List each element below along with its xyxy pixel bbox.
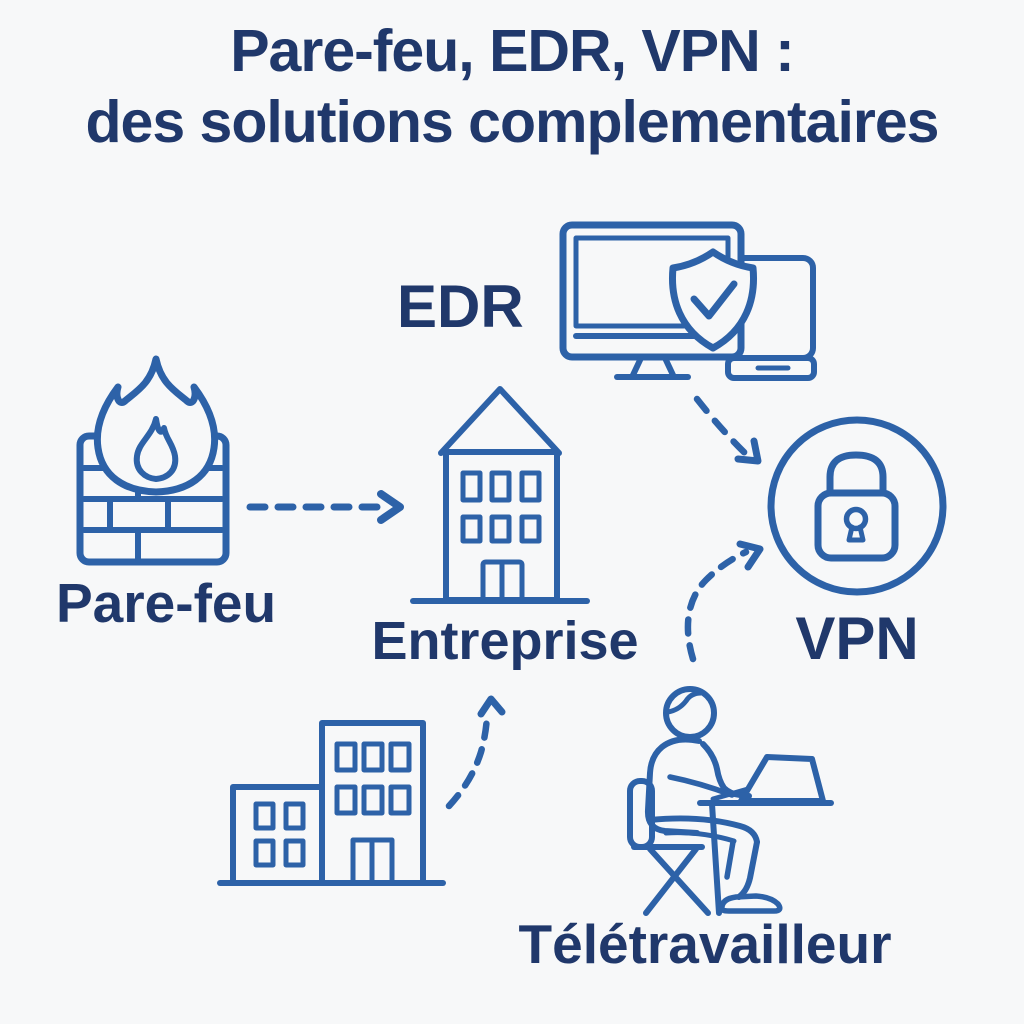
arrow-edr-to-vpn (693, 395, 762, 465)
person-thigh (647, 815, 760, 845)
monitor-shield-check-icon (559, 221, 817, 381)
title-line-2: des solutions complementaires (85, 88, 940, 155)
label-pare-feu: Pare-feu (56, 572, 277, 634)
title-line-1: Pare-feu, EDR, VPN : (230, 18, 795, 84)
shield (669, 248, 757, 352)
person-thigh-under (663, 830, 737, 844)
monitor-stand (630, 355, 676, 378)
person-hair (665, 690, 704, 715)
keyhole (843, 506, 869, 532)
person-far-arm (667, 774, 735, 798)
arrow-building-to-entreprise (445, 695, 506, 810)
chair-leg (643, 846, 699, 916)
label-teletravailleur: Télétravailleur (518, 913, 892, 975)
page-title: Pare-feu, EDR, VPN : des solutions compl… (0, 16, 1024, 158)
arrow-firewall-to-entreprise (246, 490, 404, 524)
brick-wall-flame-icon (76, 355, 230, 566)
label-vpn: VPN (795, 605, 919, 672)
padlock-in-circle-icon (767, 416, 947, 596)
two-block-building-icon (217, 720, 446, 886)
label-entreprise: Entreprise (371, 611, 639, 671)
flame-inner (133, 416, 179, 482)
person-back (644, 736, 702, 836)
person-working-on-laptop-icon (627, 686, 834, 916)
person-shoe (719, 893, 783, 914)
padlock-body (814, 489, 899, 562)
check-mark (690, 280, 738, 320)
label-edr: EDR (397, 273, 524, 340)
person-calf (724, 839, 736, 880)
arrow-teleworker-to-vpn (684, 540, 764, 663)
laptop-screen (738, 754, 826, 804)
office-building-icon (410, 386, 590, 604)
person-shin (736, 839, 760, 900)
padlock-shackle (826, 451, 887, 499)
chair-leg (647, 846, 711, 916)
